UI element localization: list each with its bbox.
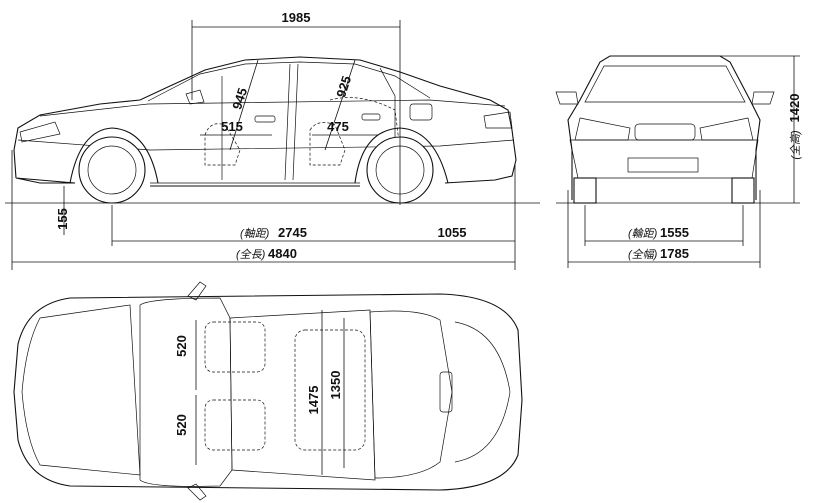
top-body-outline <box>13 293 523 491</box>
front-seat-width-label: 520 <box>174 335 189 357</box>
front-left-headlight-icon <box>574 117 631 141</box>
rear-cabin-width-label: 1350 <box>328 371 343 400</box>
front-legroom-label: 515 <box>221 119 243 134</box>
overall-length-caption: (全長) <box>236 248 266 261</box>
front-intake-icon <box>627 157 699 173</box>
front-grille-icon <box>634 123 696 141</box>
rear-window-outline <box>369 310 453 479</box>
rear-headroom-dim-line <box>324 59 356 151</box>
front-seat-dashed <box>204 123 241 166</box>
rear-headroom-label: 925 <box>333 74 354 99</box>
front-right-tire-icon <box>731 177 755 204</box>
rear-overhang-label: 1055 <box>438 225 467 240</box>
front-cabin-width-label: 1475 <box>306 386 321 415</box>
top-view: 520 520 1475 1350 <box>13 281 523 501</box>
roof-outline <box>229 309 376 481</box>
top-right-mirror-icon <box>187 483 207 501</box>
side-mirror-icon <box>185 89 205 105</box>
rear-door-handle <box>361 113 381 121</box>
front-view: 1420 (全高) (輪距) 1555 (全幅) 1785 <box>555 55 802 268</box>
rear-seatback-dashed <box>329 97 401 151</box>
front-right-headlight-icon <box>699 117 754 141</box>
front-right-mirror-icon <box>751 91 775 105</box>
front-door-handle <box>254 115 276 123</box>
top-left-mirror-icon <box>187 281 207 301</box>
tread-caption: (輪距) <box>628 227 658 240</box>
trunk-outline <box>454 321 511 463</box>
front-left-mirror-icon <box>555 91 579 105</box>
front-body-outline <box>567 55 761 200</box>
windshield-outline <box>584 65 746 103</box>
b-pillar-line <box>284 63 291 181</box>
overall-height-caption: (全高) <box>789 130 802 160</box>
side-belt-line <box>39 99 506 117</box>
overall-length-label: 4840 <box>268 246 297 261</box>
fuel-lid-icon <box>409 103 433 121</box>
front-wheel-rim <box>87 145 137 195</box>
rear-spoiler-icon <box>439 371 453 413</box>
windshield-top-outline <box>139 297 233 487</box>
rear-seat-width-label: 520 <box>174 414 189 436</box>
front-right-seat-dashed <box>204 399 266 451</box>
tread-label: 1555 <box>660 225 689 240</box>
side-window-line <box>147 61 431 102</box>
wheelbase-label: 2745 <box>278 225 307 240</box>
front-wheel-icon <box>78 136 146 204</box>
headlight-icon <box>19 121 61 143</box>
front-left-tire-icon <box>573 177 597 204</box>
side-view: 1985 945 925 515 475 155 (軸距) 2745 1055 … <box>5 10 540 270</box>
front-left-seat-dashed <box>204 321 266 373</box>
wheelbase-caption: (軸距) <box>240 227 270 240</box>
side-body-outline <box>13 56 517 187</box>
front-headroom-label: 945 <box>229 86 250 111</box>
b-pillar-line-2 <box>292 63 299 181</box>
ground-clearance-label: 155 <box>55 208 70 230</box>
roof-length-label: 1985 <box>282 10 311 25</box>
rear-bench-dashed <box>294 329 366 451</box>
overall-width-caption: (全幅) <box>628 248 658 261</box>
taillight-icon <box>483 111 513 129</box>
rear-seat-dashed <box>309 122 346 166</box>
overall-width-label: 1785 <box>660 246 689 261</box>
hood-outline <box>21 304 141 476</box>
overall-height-label: 1420 <box>787 94 802 123</box>
rear-legroom-label: 475 <box>327 119 349 134</box>
front-wheel-arch <box>69 127 159 184</box>
